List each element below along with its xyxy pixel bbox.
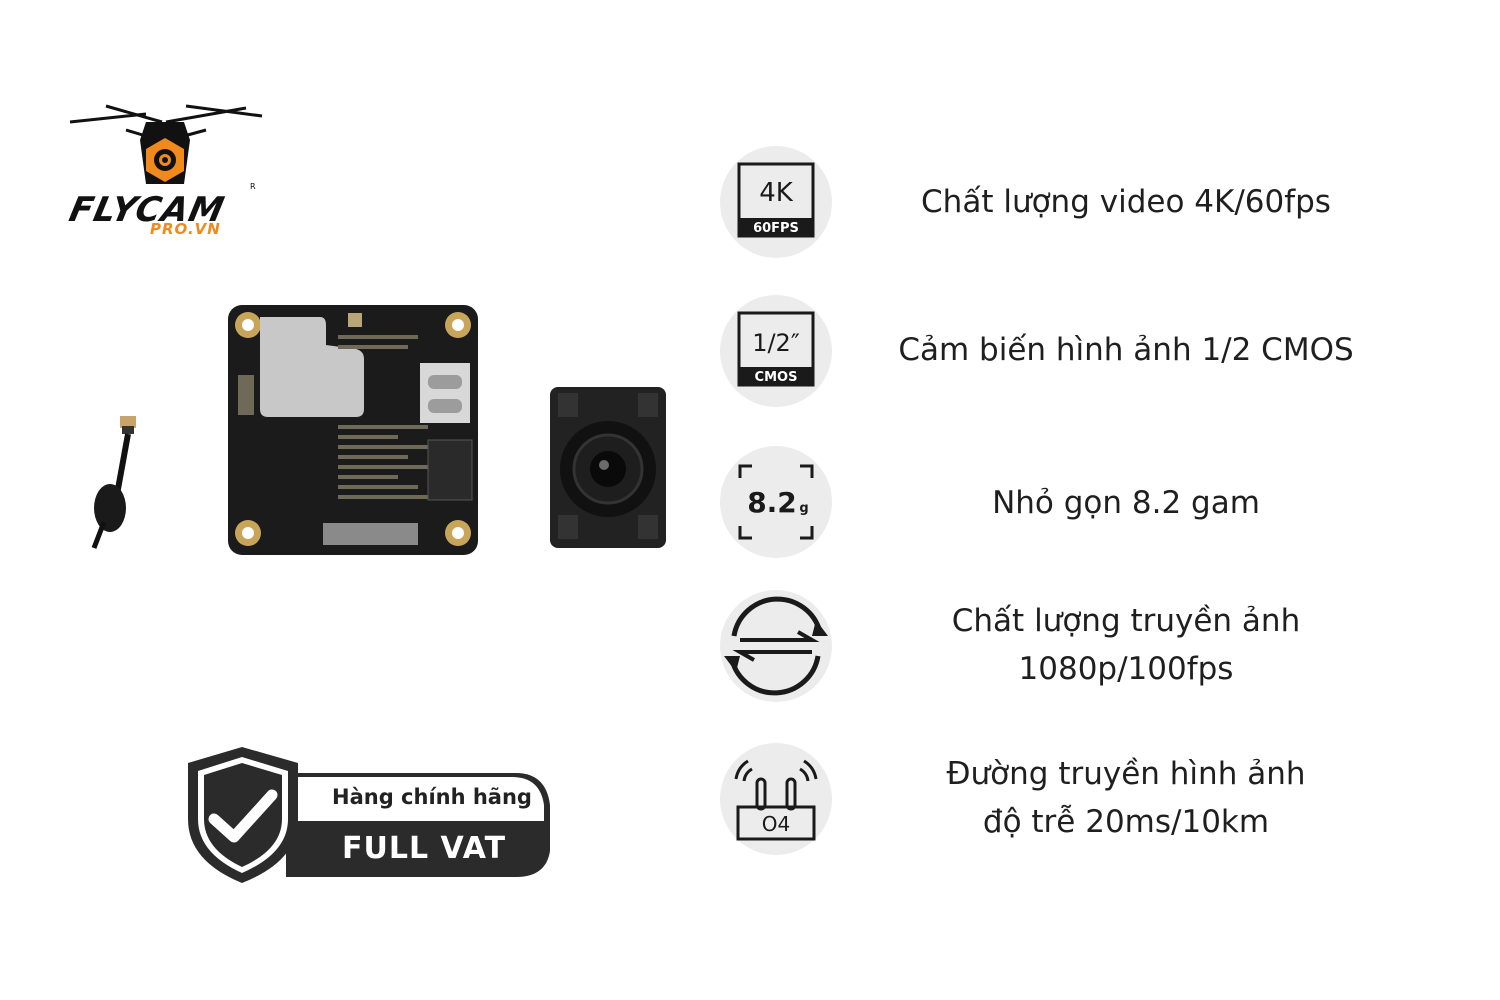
svg-text:CMOS: CMOS bbox=[755, 370, 798, 385]
pcb-board-image bbox=[228, 305, 478, 555]
4k-60fps-icon: 4K 60FPS bbox=[720, 146, 832, 258]
feature-video-quality: Chất lượng video 4K/60fps bbox=[870, 178, 1382, 226]
svg-text:1/2″: 1/2″ bbox=[752, 329, 800, 357]
feature-line: 1080p/100fps bbox=[1018, 651, 1234, 687]
svg-text:60FPS: 60FPS bbox=[753, 221, 799, 236]
svg-text:g: g bbox=[799, 501, 808, 516]
feature-weight: Nhỏ gọn 8.2 gam bbox=[870, 479, 1382, 527]
feature-sensor: Cảm biến hình ảnh 1/2 CMOS bbox=[870, 326, 1382, 374]
sensor-size-icon: 1/2″ CMOS bbox=[720, 295, 832, 407]
camera-module-image bbox=[548, 385, 668, 550]
feature-line: Chất lượng video 4K/60fps bbox=[921, 184, 1331, 220]
svg-text:8.2: 8.2 bbox=[747, 486, 797, 519]
badge-authentic-label: Hàng chính hãng bbox=[332, 785, 532, 809]
svg-text:4K: 4K bbox=[759, 178, 794, 208]
feature-line: Đường truyền hình ảnh bbox=[946, 756, 1306, 792]
logo-domain: PRO.VN bbox=[150, 220, 221, 238]
weight-icon: 8.2 g bbox=[720, 446, 832, 558]
cable-image bbox=[82, 412, 152, 552]
feature-line: Nhỏ gọn 8.2 gam bbox=[992, 485, 1260, 521]
svg-text:O4: O4 bbox=[762, 812, 790, 836]
feature-transmission-latency: Đường truyền hình ảnh độ trễ 20ms/10km bbox=[870, 750, 1382, 846]
badge-vat-label: FULL VAT bbox=[342, 831, 507, 866]
registered-mark: R bbox=[250, 182, 256, 191]
flycam-logo: FLYCAM PRO.VN R bbox=[66, 92, 266, 242]
transmission-icon bbox=[720, 590, 832, 702]
drone-icon bbox=[69, 104, 263, 184]
feature-transmission-quality: Chất lượng truyền ảnh 1080p/100fps bbox=[870, 597, 1382, 693]
o4-antenna-icon: O4 bbox=[720, 743, 832, 855]
feature-line: độ trễ 20ms/10km bbox=[982, 804, 1270, 840]
shield-check-icon bbox=[188, 747, 550, 883]
feature-line: Cảm biến hình ảnh 1/2 CMOS bbox=[898, 332, 1354, 368]
authentic-vat-badge: Hàng chính hãng FULL VAT bbox=[186, 745, 558, 885]
feature-line: Chất lượng truyền ảnh bbox=[951, 603, 1301, 639]
